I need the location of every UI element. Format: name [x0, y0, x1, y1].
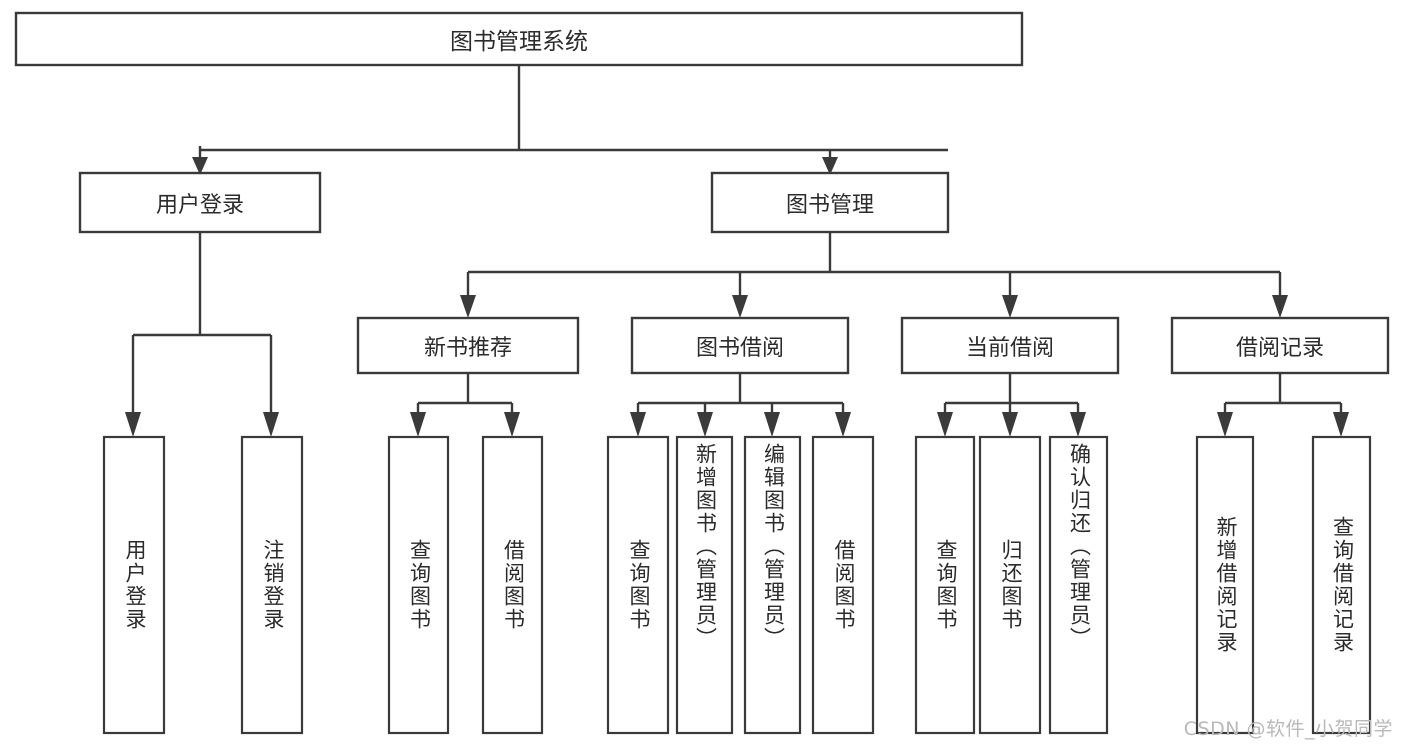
- node-leaf-return-book-box[interactable]: [978, 435, 1042, 735]
- arrow-to-user-login: [192, 157, 208, 175]
- arrow-current-borrow: [1002, 295, 1018, 318]
- node-leaf-confirm-return-box[interactable]: [1048, 435, 1109, 735]
- connector-group-borrow-record: [1217, 373, 1349, 437]
- connector-group-current-borrow: [937, 373, 1086, 437]
- node-borrow-record-box[interactable]: [1170, 316, 1390, 375]
- node-leaf-query-record-box[interactable]: [1311, 435, 1372, 735]
- arrow-leaf-user-login: [125, 412, 141, 437]
- connector-group-user-login: [125, 232, 279, 437]
- node-leaf-user-logout-box[interactable]: [240, 435, 304, 735]
- connector-group-book-borrow: [630, 373, 851, 437]
- arrow-leaf-query-book-2: [630, 412, 646, 437]
- node-leaf-add-book-box[interactable]: [675, 435, 734, 735]
- node-leaf-query-book-3-box[interactable]: [914, 435, 976, 735]
- arrow-leaf-query-record: [1333, 412, 1349, 437]
- node-leaf-borrow-book-1-box[interactable]: [481, 435, 544, 735]
- arrow-leaf-edit-book: [764, 412, 780, 437]
- arrow-leaf-query-book-3: [937, 412, 953, 437]
- arrow-leaf-query-book-1: [410, 412, 426, 437]
- arrow-leaf-borrow-book-1: [504, 412, 520, 437]
- node-leaf-user-login-box[interactable]: [102, 435, 166, 735]
- node-current-borrow-box[interactable]: [900, 316, 1120, 375]
- csdn-watermark: CSDN @软件_小贺同学: [1183, 718, 1393, 740]
- node-leaf-query-book-1-box[interactable]: [387, 435, 450, 735]
- node-book-manage-box[interactable]: [710, 171, 950, 234]
- connector-group-book-manage: [460, 232, 1288, 318]
- arrow-to-book-manage: [822, 157, 838, 175]
- arrow-leaf-confirm-return: [1070, 412, 1086, 437]
- node-leaf-borrow-book-2-box[interactable]: [811, 435, 875, 735]
- node-root-box[interactable]: [14, 11, 1024, 67]
- connector-group-new-book-recommend: [410, 373, 520, 437]
- node-leaf-add-record-box[interactable]: [1195, 435, 1255, 735]
- arrow-leaf-return-book: [1002, 412, 1018, 437]
- node-leaf-query-book-2-box[interactable]: [606, 435, 670, 735]
- node-leaf-edit-book-box[interactable]: [743, 435, 802, 735]
- connector-group-root: [192, 65, 948, 175]
- arrow-leaf-user-logout: [263, 412, 279, 437]
- arrow-borrow-record: [1272, 295, 1288, 318]
- arrow-leaf-add-record: [1217, 412, 1233, 437]
- node-new-book-recommend-box[interactable]: [356, 316, 580, 375]
- arrow-book-borrow: [732, 295, 748, 318]
- node-user-login-box[interactable]: [78, 171, 322, 234]
- node-book-borrow-box[interactable]: [630, 316, 850, 375]
- arrow-new-book-recommend: [460, 295, 476, 318]
- arrow-leaf-add-book: [697, 412, 713, 437]
- arrow-leaf-borrow-book-2: [835, 412, 851, 437]
